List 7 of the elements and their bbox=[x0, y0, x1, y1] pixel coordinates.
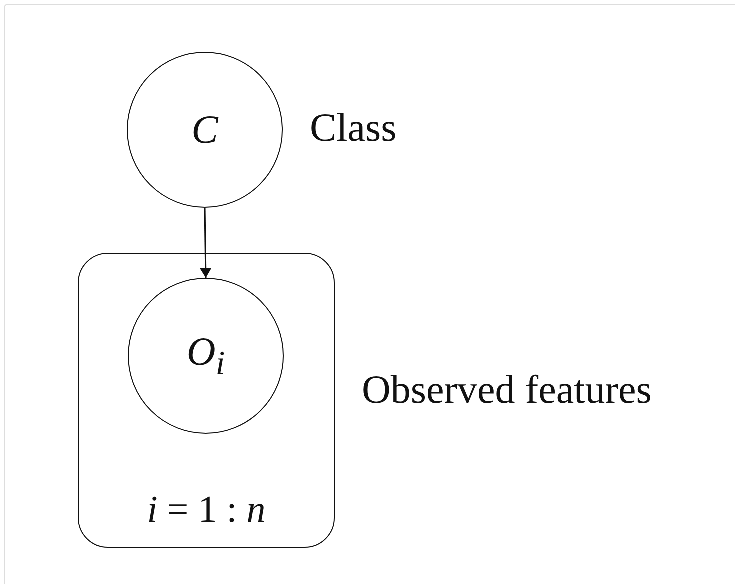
variable-label: C bbox=[192, 110, 218, 150]
node-caption: Class bbox=[310, 108, 397, 148]
plate-index-label: i = 1 : n bbox=[146, 491, 267, 529]
variable-label: O$_{i}$ bbox=[186, 332, 226, 380]
node-caption: Observed features bbox=[362, 370, 652, 410]
plate-box bbox=[78, 253, 335, 548]
arrow bbox=[200, 208, 211, 278]
